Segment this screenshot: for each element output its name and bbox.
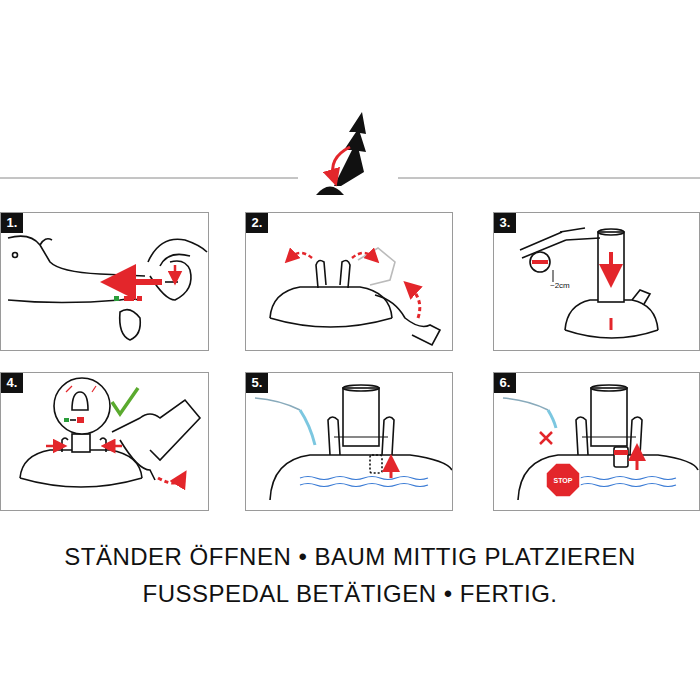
caption: STÄNDER ÖFFNEN • BAUM MITTIG PLATZIEREN … — [40, 538, 660, 612]
step-panel: 2. — [245, 212, 453, 351]
dimension-label: ~2cm — [550, 282, 570, 290]
step-number: 2. — [246, 213, 268, 233]
step2-illustration — [270, 248, 440, 345]
step-number: 4. — [1, 373, 23, 393]
step-panel: 3. — [493, 212, 700, 351]
step4-illustration — [20, 378, 200, 487]
step-number: 3. — [494, 213, 516, 233]
step6-illustration — [503, 385, 698, 500]
step-panel: 5. — [245, 372, 453, 511]
step-panel: 6. — [493, 372, 700, 511]
step-number: 5. — [246, 373, 268, 393]
step-number: 1. — [1, 213, 23, 233]
step-panel: 1. — [0, 212, 209, 351]
step5-illustration — [255, 385, 452, 500]
header-icon — [0, 112, 700, 195]
step3-illustration — [520, 228, 658, 338]
step-panel: 4. — [0, 372, 209, 511]
stop-sign-text: STOP — [554, 477, 573, 484]
step-number: 6. — [494, 373, 516, 393]
step1-illustration — [8, 236, 207, 340]
